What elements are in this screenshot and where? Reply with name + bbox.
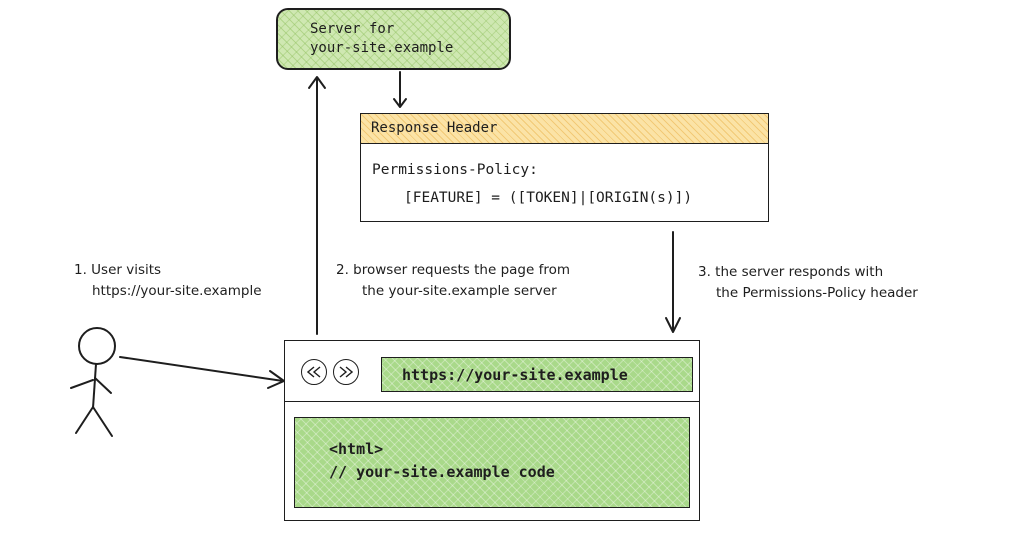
server-label-line1: Server for [310,21,395,37]
browser-window: https://your-site.example <html> // your… [284,340,700,521]
user-visit-arrow [119,356,284,382]
step-2-note: 2. browser requests the page from the yo… [336,260,570,302]
page-code-line2: // your-site.example code [329,463,555,481]
step-3-line2: the Permissions-Policy header [716,285,918,301]
policy-header-name: Permissions-Policy: [372,162,538,178]
server-box: Server for your-site.example [276,8,511,70]
step-3-note: 3. the server responds with the Permissi… [698,262,918,304]
response-header-box: Response Header Permissions-Policy: [FEA… [360,113,769,222]
address-bar[interactable]: https://your-site.example [381,357,693,392]
step-2-line2: the your-site.example server [362,283,557,299]
response-header-body: Permissions-Policy: [FEATURE] = ([TOKEN]… [361,144,768,212]
page-code-line1: <html> [329,440,384,458]
step-2-line1: 2. browser requests the page from [336,262,570,278]
response-header-title: Response Header [361,114,768,144]
server-label-line2: your-site.example [310,40,454,56]
step-3-line1: 3. the server responds with [698,264,884,280]
fast-forward-icon[interactable] [333,359,359,385]
step-1-line1: 1. User visits [74,262,162,278]
user-stick-figure [70,327,116,437]
step-1-note: 1. User visits https://your-site.example [74,260,262,302]
rewind-icon[interactable] [301,359,327,385]
policy-header-syntax: [FEATURE] = ([TOKEN]|[ORIGIN(s)]) [404,190,693,206]
step-1-line2: https://your-site.example [92,283,262,299]
page-content: <html> // your-site.example code [294,417,690,508]
browser-toolbar-divider [285,401,699,402]
